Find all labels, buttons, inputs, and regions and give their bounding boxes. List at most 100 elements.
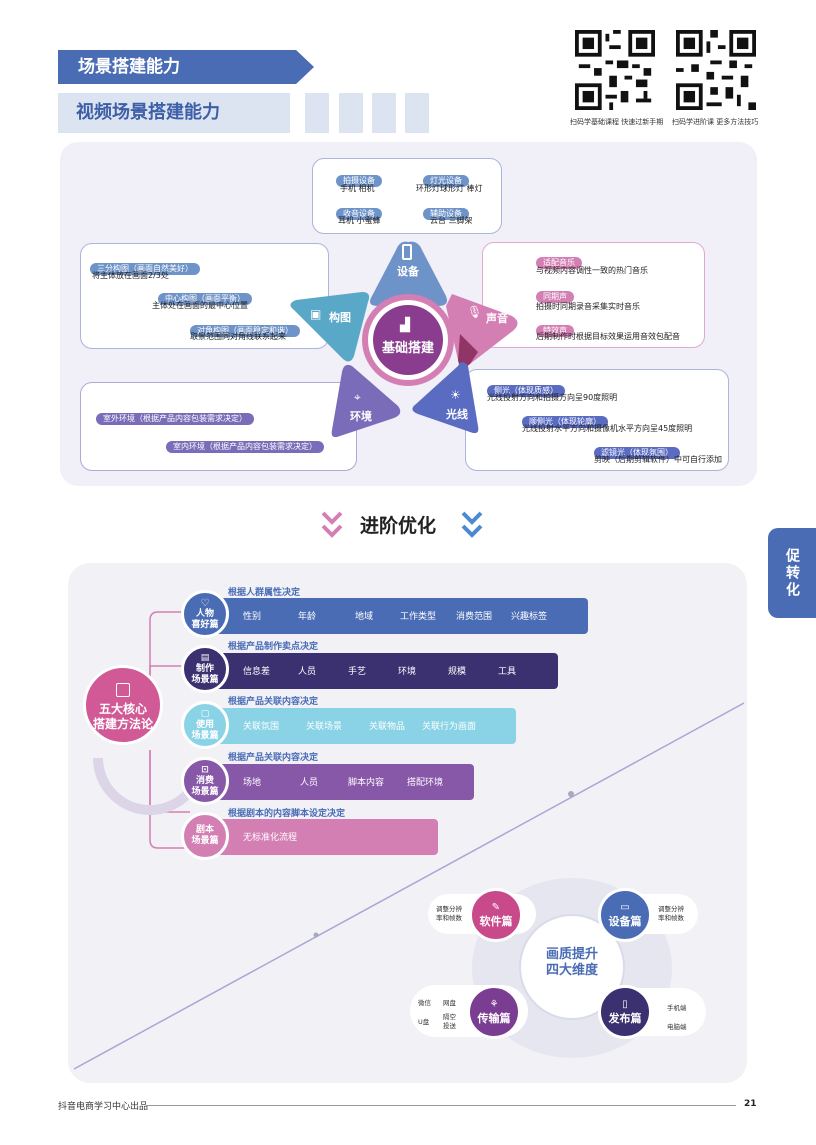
row-item: 脚本内容 <box>348 778 385 788</box>
device-label: 设备 <box>397 265 419 278</box>
device-item: 辅助设备 <box>423 201 469 220</box>
stairs-icon: ▟ <box>400 318 410 333</box>
software-circle: ✎ 软件篇 <box>469 888 523 942</box>
row-item: 关联场景 <box>306 722 343 732</box>
row-item: 关联物品 <box>369 722 406 732</box>
box-icon: ▢ <box>200 708 210 719</box>
env-tag: 室外环境（根据产品内容包装需求决定） <box>96 413 254 425</box>
row-item: 信息差 <box>243 667 271 677</box>
location-icon: ⌖ <box>354 390 361 404</box>
publish-note: 电脑端 <box>667 1023 687 1031</box>
env-box <box>80 382 357 471</box>
category-people: ♡ 人物喜好篇 <box>181 590 229 638</box>
advanced-title: 进阶优化 <box>360 515 437 537</box>
transfer-note: 微信 <box>418 999 431 1007</box>
row-item: 人员 <box>298 667 317 677</box>
tool-icon: ▤ <box>200 652 210 663</box>
light-tag: 滤镜光（体现氛围） <box>594 447 680 459</box>
decor-square <box>405 93 429 133</box>
compose-triangle <box>290 292 370 362</box>
row-caption: 根据产品关联内容决定 <box>228 697 319 707</box>
category-production: ▤ 制作场景篇 <box>181 645 229 693</box>
bag-icon: ⊡ <box>201 764 209 775</box>
mic-icon: 🎙 <box>467 305 483 319</box>
share-icon: ⚘ <box>489 998 499 1010</box>
monitor-icon: ▭ <box>620 901 630 913</box>
heart-icon: ♡ <box>200 597 210 609</box>
env-tag: 室内环境（根据产品内容包装需求决定） <box>166 441 324 453</box>
qr-code-advanced[interactable] <box>676 30 756 110</box>
row-bar-consumption: 场地 人员 脚本内容 搭配环境 <box>205 764 474 800</box>
row-item: 场地 <box>243 778 262 788</box>
row-item: 关联氛围 <box>243 722 280 732</box>
row-bar-production: 信息差 人员 手艺 环境 规模 工具 <box>205 653 558 689</box>
row-item: 手艺 <box>348 667 367 677</box>
side-tab-conversion[interactable]: 促转化 <box>768 528 816 618</box>
device-box <box>312 158 502 234</box>
light-label: 光线 <box>446 408 468 421</box>
device-text: 云台 三脚架 <box>430 216 473 225</box>
quality-center-label: 画质提升 四大维度 <box>545 947 598 978</box>
transfer-note: 隔空投送 <box>443 1013 456 1030</box>
light-text: 光线投射方向和拍摄方向呈90度照明 <box>487 393 618 402</box>
center-label: 基础搭建 <box>381 341 434 356</box>
compose-tag: 对角构图（画面稳定和谐） <box>190 325 300 337</box>
device-text: 环形灯球形灯 棒灯 <box>416 184 483 193</box>
core-label: 五大核心 搭建方法论 <box>92 702 153 731</box>
row-caption: 根据剧本的内容脚本设定决定 <box>228 809 346 819</box>
row-item: 地域 <box>355 612 374 622</box>
device-item: 收音设备 <box>336 201 382 220</box>
light-triangle <box>412 362 479 434</box>
device-tag: 辅助设备 <box>423 208 469 220</box>
light-tag: 侧光（体现质感） <box>487 385 565 397</box>
qr-code-basic[interactable] <box>575 30 655 110</box>
chevron-down-icon <box>321 511 343 538</box>
device-tag: 收音设备 <box>336 208 382 220</box>
row-item: 环境 <box>398 667 417 677</box>
qr-caption-advanced: 扫码学进阶课 更多方法技巧 <box>672 118 759 126</box>
row-item: 消费范围 <box>456 612 493 622</box>
row-caption: 根据产品制作卖点决定 <box>228 642 319 652</box>
device-item: 灯光设备 <box>423 168 469 187</box>
env-triangle <box>331 364 401 438</box>
light-text: 光线投射水平方向和摄像机水平方向呈45度照明 <box>522 424 693 433</box>
row-bar-usage: 关联氛围 关联场景 关联物品 关联行为画面 <box>205 708 516 744</box>
category-consumption: ⊡ 消费场景篇 <box>181 757 229 805</box>
row-item: 年龄 <box>298 612 317 622</box>
row-item: 无标准化流程 <box>243 833 298 843</box>
sound-tag: 同期声 <box>536 291 574 303</box>
diagonal-decor <box>73 702 745 1070</box>
row-caption: 根据人群属性决定 <box>228 588 301 598</box>
light-text: 剪映（后期剪辑软件）中可自行添加 <box>594 455 722 464</box>
qr-caption-basic: 扫码学基础课程 快速过新手期 <box>570 118 664 126</box>
row-item: 关联行为画面 <box>422 722 477 732</box>
phone-icon <box>402 244 412 260</box>
sun-icon: ☀ <box>450 388 461 402</box>
core-circle <box>83 665 163 745</box>
decor-square <box>305 93 329 133</box>
device-note: 调整分辨率和帧数 <box>658 905 684 922</box>
device-tag: 灯光设备 <box>423 175 469 187</box>
row-caption: 根据产品关联内容决定 <box>228 753 319 763</box>
light-tag: 顺侧光（体现轮廓） <box>522 416 608 428</box>
transfer-note: U盘 <box>418 1018 430 1026</box>
row-item: 搭配环境 <box>407 778 444 788</box>
page-number: 21 <box>744 1099 757 1109</box>
row-item: 性别 <box>243 612 262 622</box>
software-icon: ✎ <box>491 901 501 913</box>
sound-box <box>482 242 705 348</box>
subsection-title: 视频场景搭建能力 <box>58 93 290 133</box>
decor-square <box>339 93 363 133</box>
category-script: 剧本场景篇 <box>181 812 229 860</box>
chevron-down-icon <box>461 511 483 538</box>
transfer-note: 网盘 <box>443 999 456 1007</box>
footer-divider <box>146 1105 736 1106</box>
sound-text: 拍摄时同期录音采集实时音乐 <box>536 302 640 311</box>
device-text: 耳机 小蜜蜂 <box>338 216 381 225</box>
footer-source: 抖音电商学习中心出品 <box>58 1102 149 1112</box>
software-note: 调整分辨率和帧数 <box>436 905 462 922</box>
publish-note: 手机端 <box>667 1004 687 1012</box>
sound-tag: 适配音乐 <box>536 257 582 269</box>
device-tag: 拍摄设备 <box>336 175 382 187</box>
row-item: 兴趣标签 <box>511 612 548 622</box>
